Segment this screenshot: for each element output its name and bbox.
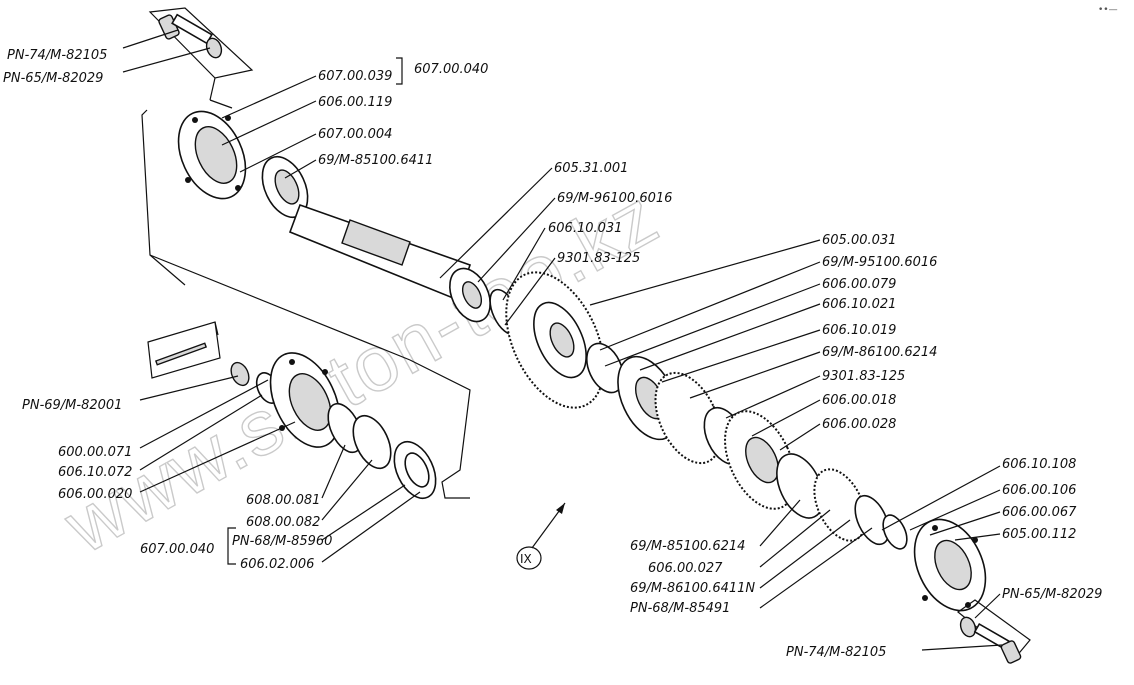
section-marker: IX: [516, 502, 566, 570]
label-pn65-top: PN-65/M-82029: [3, 71, 103, 86]
leader-lines: [122, 29, 1003, 651]
label-9301-83-125-a: 9301.83-125: [557, 251, 640, 266]
label-600-00-071: 600.00.071: [58, 445, 132, 460]
part-labels: PN-74/M-82105 PN-65/M-82029 607.00.039 6…: [3, 48, 1102, 660]
label-69-85100-6214: 69/M-85100.6214: [630, 539, 745, 554]
label-608-00-082: 608.00.082: [246, 515, 320, 530]
label-606-00-020: 606.00.020: [58, 487, 132, 502]
label-606-00-106: 606.00.106: [1002, 483, 1076, 498]
label-607-00-004: 607.00.004: [318, 127, 392, 142]
label-606-02-006: 606.02.006: [240, 557, 314, 572]
label-607-00-039: 607.00.039: [318, 69, 392, 84]
bolt-bottom: [957, 599, 1031, 664]
label-606-00-079: 606.00.079: [822, 277, 896, 292]
label-69-96100-6016: 69/M-96100.6016: [557, 191, 672, 206]
label-606-00-028: 606.00.028: [822, 417, 896, 432]
label-pn74-bottom: PN-74/M-82105: [786, 645, 886, 660]
label-607-00-040-left: 607.00.040: [140, 542, 214, 557]
bolt-top: [148, 7, 254, 109]
main-shaft-assembly: [177, 110, 987, 612]
label-606-10-019: 606.10.019: [822, 323, 896, 338]
label-9301-83-125-b: 9301.83-125: [822, 369, 905, 384]
label-pn74-top: PN-74/M-82105: [7, 48, 107, 63]
label-606-00-067: 606.00.067: [1002, 505, 1077, 520]
label-69-86100-6214: 69/M-86100.6214: [822, 345, 937, 360]
label-607-00-040-top: 607.00.040: [414, 62, 488, 77]
section-marker-label: IX: [520, 552, 532, 566]
label-605-00-031: 605.00.031: [822, 233, 896, 248]
label-605-31-001: 605.31.001: [554, 161, 628, 176]
label-606-10-021: 606.10.021: [822, 297, 896, 312]
corner-mark: ••—: [1098, 5, 1118, 15]
label-pn69-left: PN-69/M-82001: [22, 398, 122, 413]
label-606-00-018: 606.00.018: [822, 393, 896, 408]
label-pn68-85491: PN-68/M-85491: [630, 601, 730, 616]
label-606-10-031: 606.10.031: [548, 221, 622, 236]
label-69-85100-6411: 69/M-85100.6411: [318, 153, 433, 168]
label-pn68-85960: PN-68/M-85960: [232, 534, 332, 549]
label-606-00-027: 606.00.027: [648, 561, 723, 576]
label-606-00-119: 606.00.119: [318, 95, 392, 110]
label-605-00-112: 605.00.112: [1002, 527, 1076, 542]
label-pn65-bottom: PN-65/M-82029: [1002, 587, 1102, 602]
label-69-95100-6016: 69/M-95100.6016: [822, 255, 937, 270]
label-606-10-108: 606.10.108: [1002, 457, 1076, 472]
label-606-10-072: 606.10.072: [58, 465, 132, 480]
label-69-86100-6411n: 69/M-86100.6411N: [630, 581, 755, 596]
label-608-00-081: 608.00.081: [246, 493, 320, 508]
left-subassembly: [141, 109, 471, 500]
